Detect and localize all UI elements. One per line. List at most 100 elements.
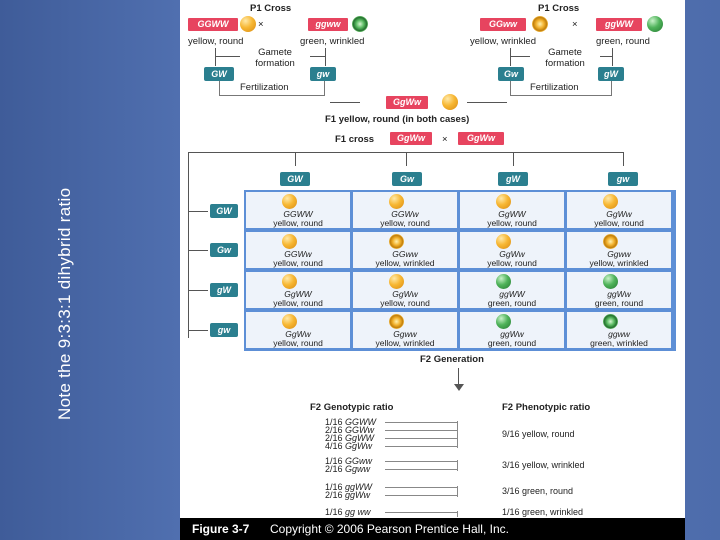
gamete-top-4: gw [608,172,638,186]
ratio-leader [385,446,457,447]
cell-phenotype: green, round [487,338,537,348]
f2-generation-label: F2 Generation [420,354,484,365]
cell-phenotype: yellow, wrinkled [375,258,435,268]
cell-phenotype: yellow, round [273,298,323,308]
cell-genotype: GgWw [285,329,311,339]
ratio-bracket [457,421,458,448]
cell-genotype: GGww [392,249,418,259]
ratio-genotype: gg ww [345,507,371,517]
cell-genotype: GGWw [391,209,419,219]
ratio-leader [385,512,457,513]
cell-genotype: GGWw [284,249,312,259]
cell-genotype: GgWw [606,209,632,219]
gamete-left-1: GW [210,204,238,218]
f1-label: F1 yellow, round (in both cases) [325,114,470,125]
ratio-genotype: GGWW [345,417,377,427]
phenotype-ratio: 3/16 yellow, wrinkled [502,460,585,470]
genotype-ratio-line: 2/16 GgWW [325,433,375,443]
caption-copyright: Copyright © 2006 Pearson Prentice Hall, … [270,522,509,536]
cell-phenotype: yellow, round [273,338,323,348]
phenotype-ratio: 9/16 yellow, round [502,429,575,439]
genotype-ratio-line: 2/16 Ggww [325,464,371,474]
p1-left-parent1: GGWW [188,18,238,31]
p1-left-title: P1 Cross [250,3,292,14]
branch-line [188,290,208,291]
pea-icon [496,234,511,249]
phenotypic-ratio-title: F2 Phenotypic ratio [502,402,591,413]
pea-icon [282,274,297,289]
green-round-pea-icon [647,16,663,32]
branch-line [406,152,407,166]
caption-bar: Figure 3-7 Copyright © 2006 Pearson Pren… [180,518,685,540]
genotype-ratio-line: 1/16 gg ww [325,507,371,517]
ratio-fraction: 4/16 [325,441,343,451]
ratio-genotype: Ggww [345,464,371,474]
ratio-fraction: 1/16 [325,482,343,492]
branch-line [295,152,296,166]
cell-phenotype: yellow, round [273,218,323,228]
phenotype-ratio: 1/16 green, wrinkled [502,507,584,517]
ratio-genotype: GGWw [345,425,375,435]
connector [325,48,326,66]
cell-phenotype: green, wrinkled [590,338,648,348]
connector [215,48,216,66]
cell-genotype: ggww [608,329,630,339]
branch-line [188,211,208,212]
slide-side-title: Note the 9:3:3:1 dihybrid ratio [55,187,74,420]
ratio-leader [385,430,457,431]
pea-icon [389,234,404,249]
ratio-fraction: 1/16 [325,456,343,466]
p1-left-pheno2: green, wrinkled [300,36,365,47]
cell-phenotype: yellow, wrinkled [589,258,649,268]
branch-line [188,330,208,331]
branch-line [623,152,624,166]
ratio-fraction: 2/16 [325,425,343,435]
cell-genotype: GgWw [499,249,525,259]
ratio-genotype: GGww [345,456,373,466]
p1-left-cross-sign: × [258,19,264,30]
arrow-right [467,102,507,103]
cell-phenotype: yellow, round [273,258,323,268]
ratio-bracket [457,486,458,497]
green-wrinkled-pea-icon [352,16,368,32]
dihybrid-cross-figure: P1 Cross GGWW × ggww yellow, round green… [180,0,685,518]
pea-icon [389,314,404,329]
p1-right-gamete-label: Gamete formation [530,47,600,69]
pea-icon [496,314,511,329]
cell-phenotype: green, round [487,298,537,308]
genotypic-ratio-title: F2 Genotypic ratio [310,402,394,413]
ratio-leader [385,487,457,488]
p1-right-parent1: GGww [480,18,526,31]
gamete-left-2: Gw [210,243,238,257]
ratio-genotype: GgWW [345,433,375,443]
gamete-top-3: gW [498,172,528,186]
ratio-fraction: 1/16 [325,417,343,427]
arrow-left [330,102,360,103]
p1-right-cross-sign: × [572,19,578,30]
cell-genotype: ggWw [500,329,524,339]
fertilization-bracket [219,81,325,96]
cell-genotype: GgWW [498,209,526,219]
p1-right-pheno2: green, round [596,36,650,47]
connector [510,48,511,66]
cell-genotype: Ggww [607,249,631,259]
p1-left-gamete1: GW [204,67,234,81]
genotype-ratio-line: 1/16 GGWW [325,417,377,427]
pea-icon [282,234,297,249]
ratio-genotype: ggWW [345,482,373,492]
cell-phenotype: yellow, wrinkled [375,338,435,348]
